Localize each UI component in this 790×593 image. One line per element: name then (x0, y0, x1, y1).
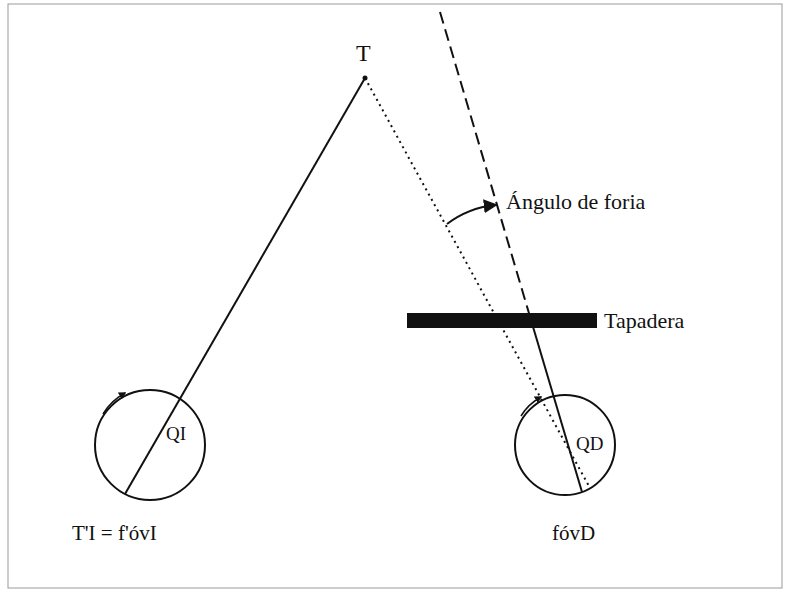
left-eye (95, 390, 205, 500)
angle-arrow (447, 205, 495, 224)
frame (8, 4, 782, 588)
rotation-arrow (103, 393, 125, 414)
visual-axis (125, 78, 365, 494)
cover-bar (407, 313, 597, 328)
label: Ángulo de foria (506, 190, 645, 214)
deviated-axis (531, 320, 582, 492)
right-eye (515, 395, 615, 495)
label: T'I = f'óvI (72, 522, 157, 545)
label: QI (166, 424, 186, 445)
deviated-axis (440, 12, 531, 320)
label: T (356, 40, 371, 66)
label: Tapadera (604, 309, 684, 333)
label: QD (576, 434, 603, 455)
label: fóvD (552, 522, 595, 545)
rotation-arrow (521, 397, 541, 416)
